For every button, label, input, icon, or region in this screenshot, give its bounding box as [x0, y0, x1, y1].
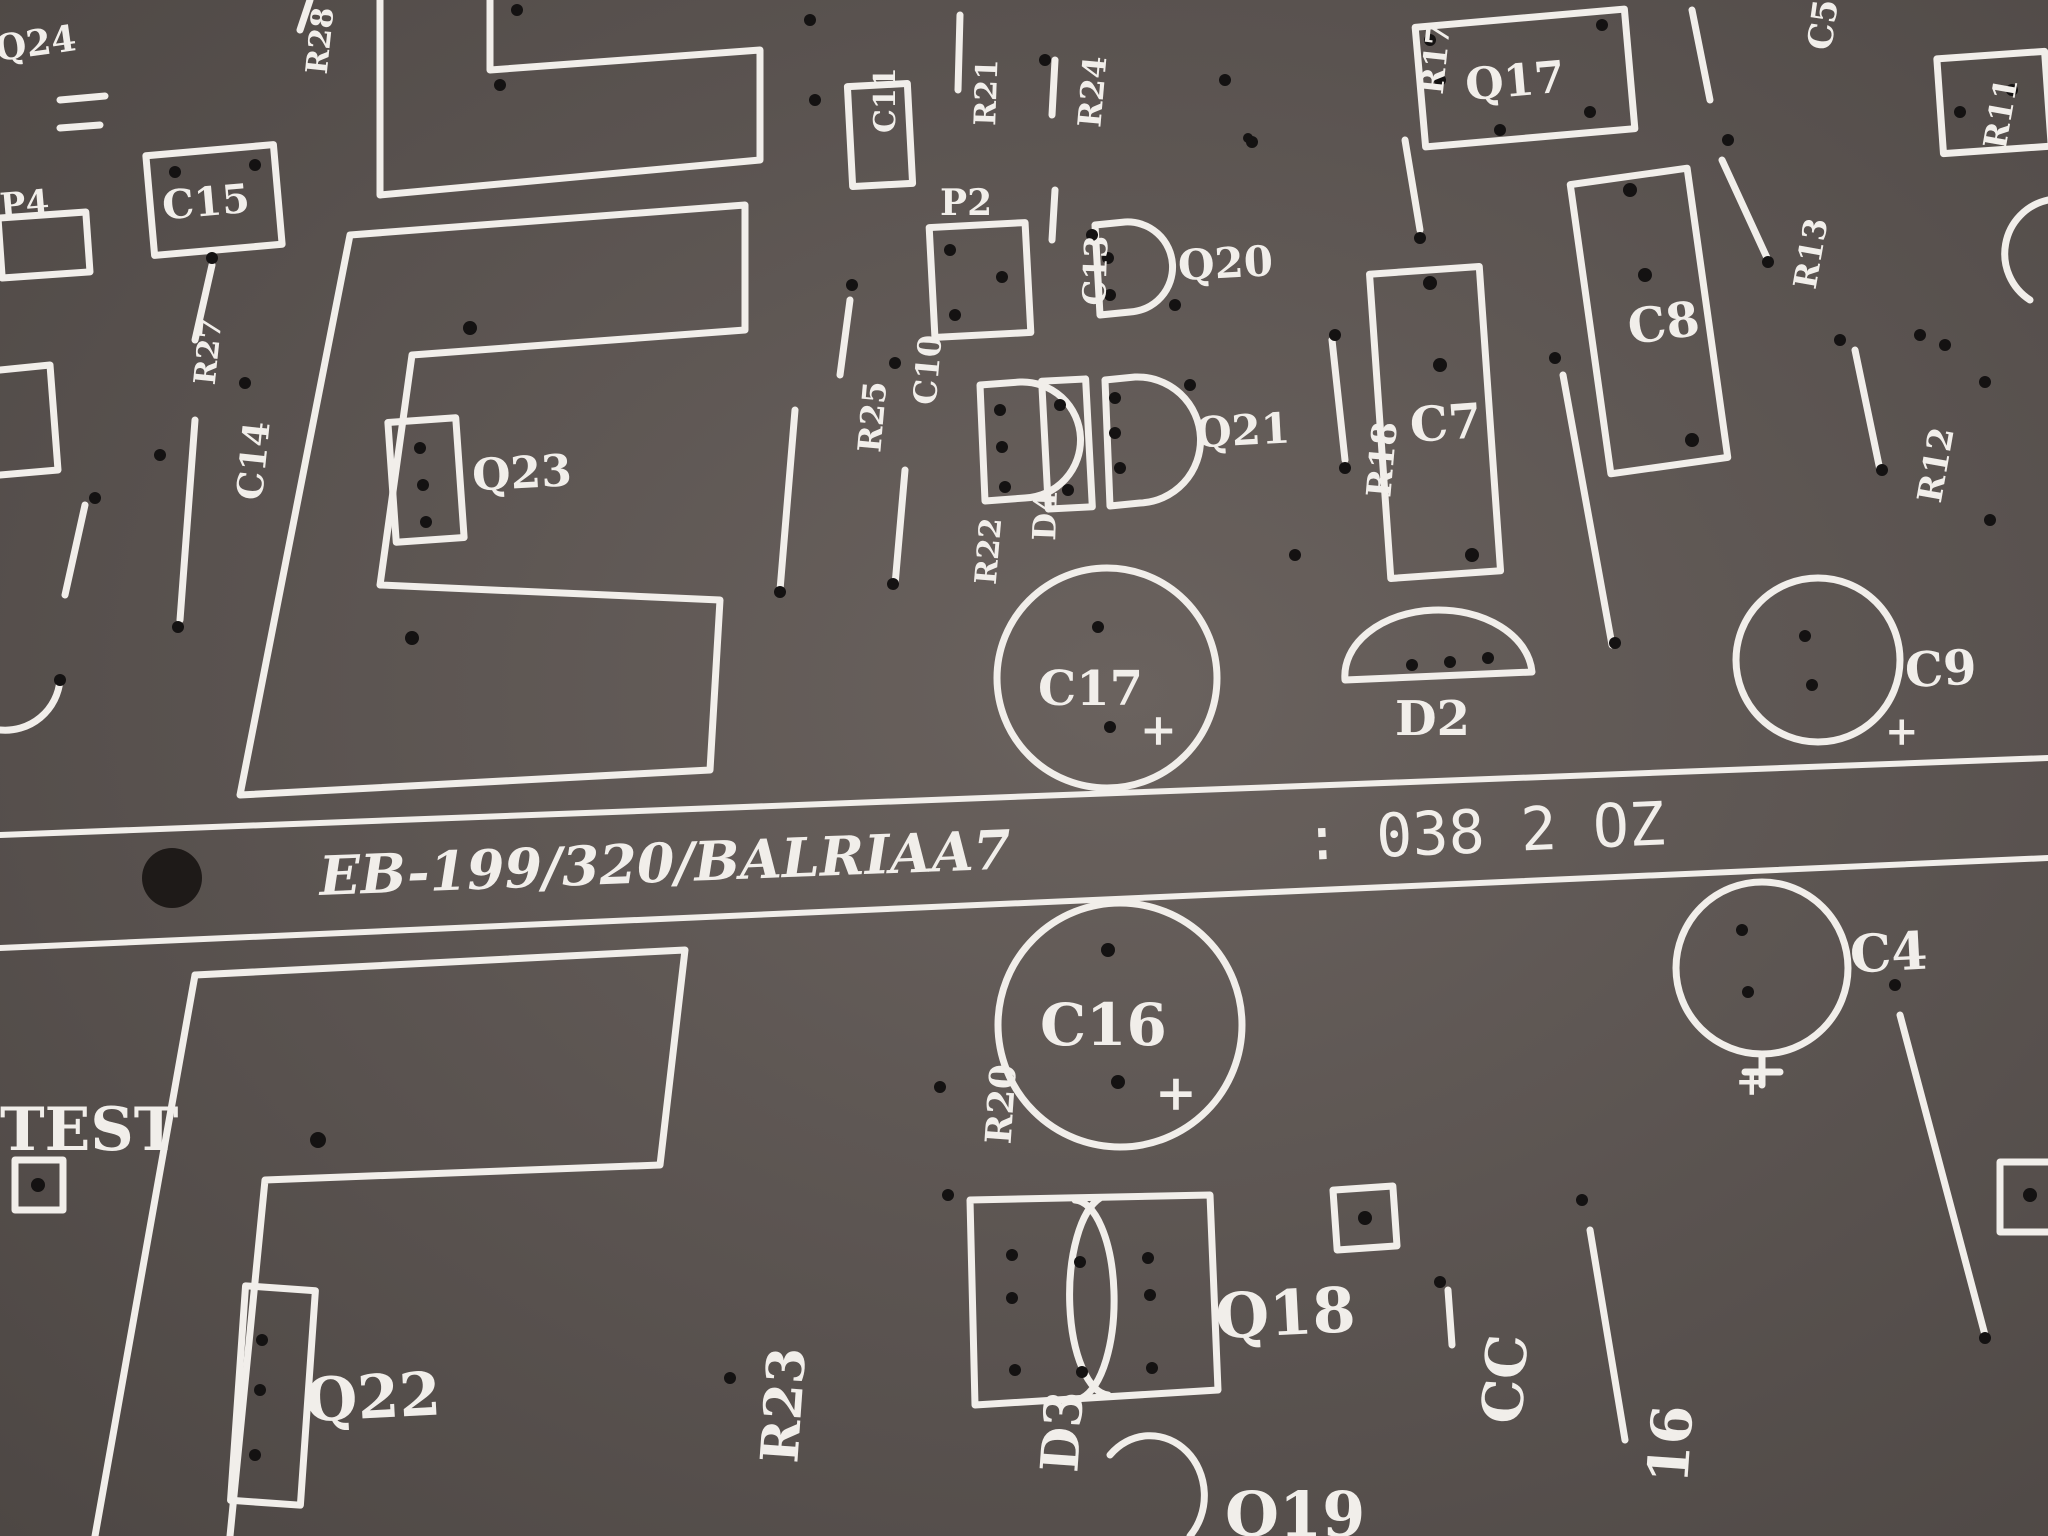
c17-plus: +: [1140, 705, 1177, 756]
c4-outline: [1672, 878, 1852, 1058]
label-c9: C9: [1904, 639, 1978, 699]
label-c17: C17: [1038, 661, 1143, 717]
label-q22: Q22: [303, 1359, 442, 1436]
label-r18: R18: [1359, 420, 1405, 499]
label-cc: CC: [1469, 1332, 1541, 1426]
resistor-traces: [56, 0, 1989, 1444]
label-r24: R24: [1070, 55, 1114, 129]
c9-plus: +: [1885, 708, 1919, 755]
label-q21: Q21: [1194, 403, 1291, 457]
label-q20: Q20: [1177, 236, 1274, 290]
label-c8: C8: [1624, 291, 1703, 356]
d2-footprint: [1341, 606, 1536, 684]
q23-footprint: [384, 414, 468, 546]
label-r22: R22: [969, 516, 1010, 585]
label-c14: C14: [229, 419, 279, 502]
label-16: 16: [1635, 1403, 1706, 1485]
q20-footprint: [1091, 218, 1176, 319]
label-c10: C10: [906, 333, 950, 406]
label-c15: C15: [160, 175, 251, 229]
label-d3: D3: [1029, 1389, 1096, 1474]
c7-footprint: [1366, 263, 1505, 582]
c8-footprint: [1566, 164, 1732, 478]
label-c11: C11: [868, 67, 903, 133]
label-c4: C4: [1848, 921, 1929, 986]
c4-polarity-stem: [1741, 1050, 1784, 1089]
via-holes: [31, 4, 2037, 1461]
label-p4: P4: [0, 182, 51, 226]
label-r11: R11: [1976, 75, 2026, 152]
q17-footprint: [1411, 5, 1639, 151]
label-c16: C16: [1040, 991, 1167, 1059]
q21-footprint: [1101, 373, 1204, 510]
label-d4: D4: [1025, 490, 1065, 541]
r29-outline: [0, 361, 62, 479]
pad-square-right: [1996, 1158, 2048, 1236]
label-c7: C7: [1408, 393, 1483, 454]
c16-outline: [994, 899, 1246, 1151]
arc-left: [0, 676, 64, 734]
d4-footprint: [976, 378, 1085, 505]
pad-square: [1329, 1182, 1401, 1254]
label-c5: C5: [1800, 0, 1847, 53]
c16-plus: +: [1155, 1063, 1197, 1122]
label-r23: R23: [749, 1345, 818, 1465]
c17-outline: [993, 564, 1221, 792]
panel-divider: [0, 755, 2048, 951]
arc-right-top: [2001, 196, 2048, 304]
label-d2: D2: [1395, 691, 1470, 747]
c9-outline: [1732, 574, 1904, 746]
board-code: EB-199/320/BALRIAA7: [316, 817, 1012, 908]
c11-footprint: [843, 79, 917, 191]
test-pad: [11, 1156, 67, 1214]
label-test: TEST: [0, 1095, 179, 1165]
label-r12: R12: [1910, 424, 1963, 505]
label-r13: R13: [1786, 215, 1836, 292]
label-q18: Q18: [1213, 1273, 1357, 1353]
c4-plus: +: [1735, 1058, 1769, 1105]
q19-arc: [1106, 1432, 1208, 1536]
p2-footprint: [925, 219, 1035, 341]
label-r17: R17: [1413, 21, 1458, 96]
label-p2: P2: [940, 182, 992, 224]
label-r21: R21: [968, 58, 1005, 126]
label-r28: R28: [300, 6, 342, 76]
label-r27: R27: [188, 317, 230, 387]
label-r25: R25: [850, 380, 894, 454]
p4-pad: [0, 208, 94, 282]
q22-heatsink-outline: [91, 946, 689, 1536]
q18-footprint: [966, 1191, 1222, 1409]
label-c13: C13: [1075, 235, 1115, 306]
board-revision: : 038 2 OZ: [1303, 789, 1667, 875]
label-q24: Q24: [0, 17, 79, 70]
label-q23: Q23: [471, 445, 573, 501]
label-q19: Q19: [1225, 1478, 1365, 1536]
label-r20: R20: [978, 1063, 1025, 1146]
label-q17: Q17: [1463, 52, 1567, 111]
q18-body-curves: [1066, 1194, 1118, 1402]
q22-footprint: [227, 1282, 319, 1509]
c15-footprint: [142, 141, 286, 259]
mounting-hole: [142, 848, 202, 908]
q23-heatsink-outline: [236, 0, 764, 799]
c13-footprint: [1038, 375, 1096, 513]
